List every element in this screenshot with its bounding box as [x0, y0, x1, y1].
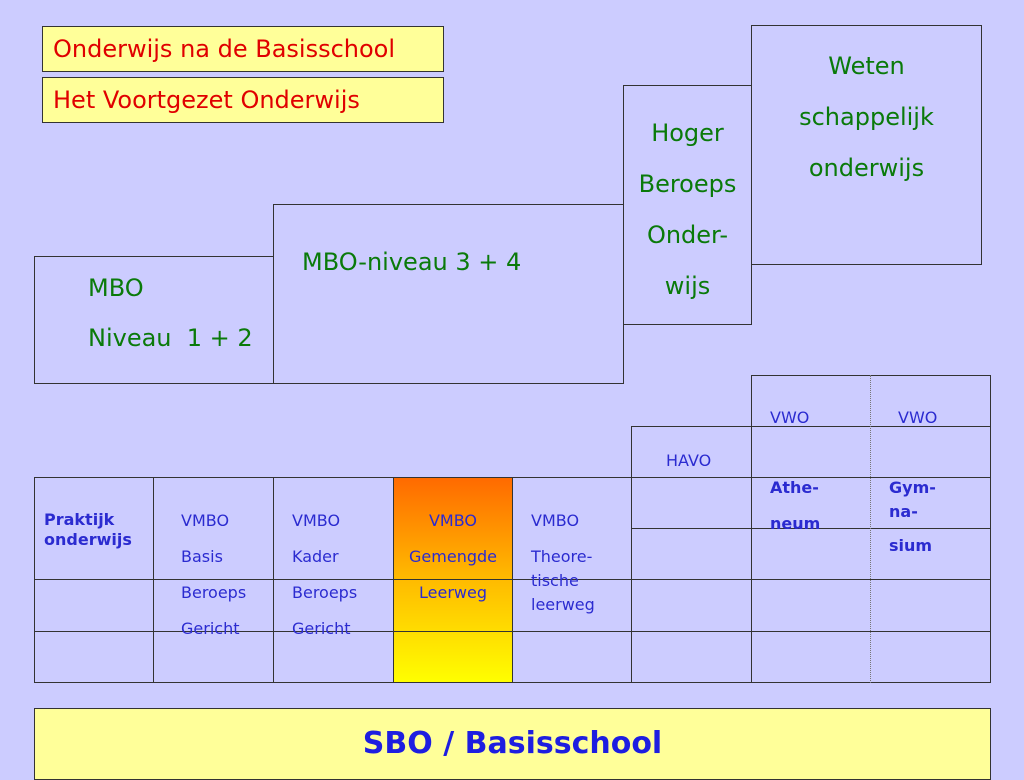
vwo-atheneum-header: VWO — [770, 408, 810, 427]
vmbo-kader-line-1: VMBO — [292, 511, 341, 530]
basisschool-label: SBO / Basisschool — [362, 726, 663, 761]
wo-line-3: onderwijs — [808, 154, 925, 182]
wo-box: Weten schappelijk onderwijs — [751, 25, 982, 265]
vmbo-theoretisch-line-1: VMBO — [531, 511, 580, 530]
vmbo-gemengd-line-3: Leerweg — [419, 583, 487, 602]
praktijk-label: Praktijk onderwijs — [44, 510, 132, 550]
vwo-gymnasium-header: VWO — [898, 408, 938, 427]
vmbo-gemengd-fill — [393, 478, 513, 683]
vmbo-kader-line-2: Kader — [292, 547, 339, 566]
grid-col-0 — [34, 477, 35, 683]
grid-col-6 — [751, 375, 752, 683]
vmbo-gemengd-line-1: VMBO — [428, 511, 478, 530]
hbo-line-1: Hoger — [651, 119, 724, 147]
vmbo-basis-line-1: VMBO — [181, 511, 230, 530]
vwo-gymnasium-line-1: Gym- — [889, 478, 936, 497]
vwo-gymnasium-line-2: na- — [889, 502, 918, 521]
vmbo-basis-label: VMBO Basis Beroeps Gericht — [181, 503, 246, 647]
grid-col-5 — [631, 426, 632, 683]
hbo-line-3: Onder- — [646, 221, 729, 249]
basisschool-box: SBO / Basisschool — [34, 708, 991, 780]
vmbo-kader-label: VMBO Kader Beroeps Gericht — [292, 503, 357, 647]
vmbo-gemengd-line-2: Gemengde — [409, 547, 497, 566]
vmbo-kader-line-4: Gericht — [292, 619, 351, 638]
subtitle: Het Voortgezet Onderwijs — [53, 86, 360, 114]
vwo-atheneum-line-1: Athe- — [770, 478, 819, 497]
mbo12-label: MBO Niveau 1 + 2 — [88, 263, 253, 363]
subtitle-box: Het Voortgezet Onderwijs — [42, 77, 444, 123]
havo-label: HAVO — [666, 451, 712, 470]
wo-line-1: Weten — [828, 52, 905, 80]
vwo-gymnasium-label: Gym- na- sium — [889, 476, 936, 568]
mbo12-line-1: MBO — [88, 274, 144, 302]
vmbo-gemengd-label: VMBO Gemengde Leerweg — [393, 503, 513, 611]
grid-col-4 — [512, 477, 513, 683]
grid-col-1 — [153, 477, 154, 683]
hbo-line-4: wijs — [664, 272, 711, 300]
grid-col-8 — [990, 375, 991, 683]
vmbo-basis-line-4: Gericht — [181, 619, 240, 638]
grid-line-top-havo — [631, 426, 991, 427]
vmbo-theoretisch-line-2: Theore- — [531, 547, 593, 566]
vmbo-basis-line-2: Basis — [181, 547, 223, 566]
grid-line-top-vwo — [751, 375, 991, 376]
vwo-atheneum-line-2: neum — [770, 514, 821, 533]
vmbo-theoretisch-line-3: tische — [531, 571, 579, 590]
main-title-box: Onderwijs na de Basisschool — [42, 26, 444, 72]
hbo-line-2: Beroeps — [638, 170, 737, 198]
grid-col-3 — [393, 477, 394, 683]
mbo34-label: MBO-niveau 3 + 4 — [302, 248, 522, 276]
grid-col-2 — [273, 477, 274, 683]
vmbo-basis-line-3: Beroeps — [181, 583, 247, 602]
grid-col-7-dotted — [870, 375, 871, 683]
grid-line-row-2 — [631, 528, 991, 529]
vmbo-theoretisch-label: VMBO Theore- tische leerweg — [531, 503, 595, 617]
vwo-gymnasium-line-3: sium — [889, 536, 933, 555]
vmbo-kader-line-3: Beroeps — [292, 583, 358, 602]
praktijk-line-1: Praktijk — [44, 510, 115, 529]
mbo12-box: MBO Niveau 1 + 2 — [34, 256, 274, 384]
wo-line-2: schappelijk — [799, 103, 934, 131]
main-title: Onderwijs na de Basisschool — [53, 35, 396, 63]
praktijk-line-2: onderwijs — [44, 530, 132, 549]
vmbo-theoretisch-line-4: leerweg — [531, 595, 595, 614]
vwo-atheneum-label: Athe- neum — [770, 470, 820, 548]
mbo12-line-2: Niveau 1 + 2 — [88, 324, 253, 352]
